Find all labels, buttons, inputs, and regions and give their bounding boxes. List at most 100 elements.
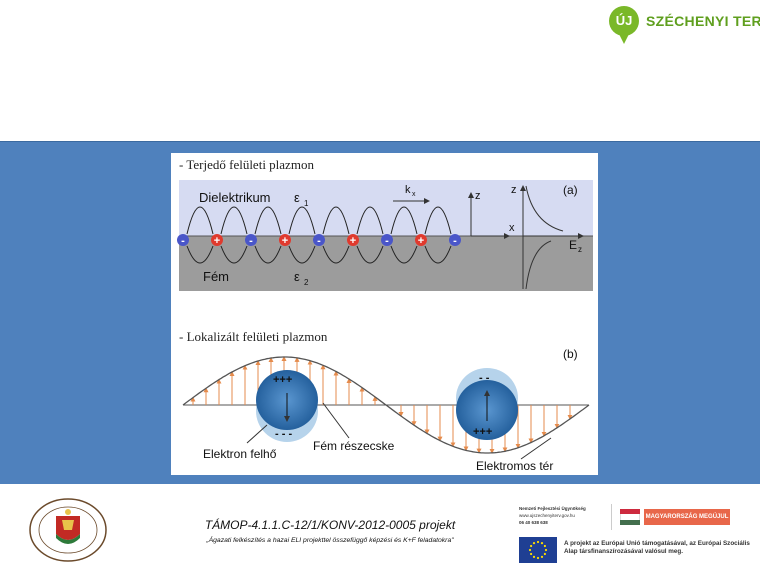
eu-flag-icon <box>519 537 557 563</box>
nfu-phone: 06 40 638 638 <box>519 520 548 525</box>
field-arc-lower <box>356 245 384 264</box>
field-arc-upper <box>186 206 214 235</box>
caption-localized: - Lokalizált felületi plazmon <box>179 329 328 344</box>
epsilon-1-sub: 1 <box>304 199 309 208</box>
positive-charge <box>347 234 359 246</box>
nfu-url: www.ujszechenyiterv.gov.hu <box>519 513 575 518</box>
field-arc-lower <box>186 245 214 264</box>
eu-star <box>530 544 533 548</box>
szechenyi-terv-logo: ÚJ SZÉCHENYI TERV <box>606 6 760 48</box>
field-arc-upper <box>220 206 248 235</box>
metal-label: Fém <box>203 269 229 284</box>
field-arc-lower <box>254 245 282 264</box>
charge-sign: + <box>418 235 424 247</box>
tag-a: (a) <box>563 183 578 197</box>
tag-b: (b) <box>563 347 578 361</box>
dielectric-label: Dielektrikum <box>199 190 271 205</box>
negative-charge <box>449 234 461 246</box>
positive-charge <box>211 234 223 246</box>
x-axis-label: x <box>509 222 515 234</box>
eu-star <box>528 548 532 552</box>
university-seal-icon <box>29 498 107 562</box>
label-electron-cloud: Elektron felhő <box>203 447 277 461</box>
ez-decay-dielectric <box>525 185 564 232</box>
eu-star <box>544 548 548 552</box>
plasmon-figure: - Terjedő felületi plazmon Dielektrikum … <box>171 153 598 475</box>
field-arc-upper <box>322 206 350 235</box>
charge-sign: + <box>282 235 288 247</box>
negative-charge <box>313 234 325 246</box>
eu-star <box>532 542 536 545</box>
negative-charge <box>381 234 393 246</box>
charge-sign: - <box>317 235 321 247</box>
charge-sign: + <box>214 235 220 247</box>
charge-sign: - <box>385 235 389 247</box>
hu-slogan: MAGYARORSZÁG MEGÚJUL <box>644 509 730 525</box>
z-axis-label: z <box>475 190 481 202</box>
hungary-renews-badge: MAGYARORSZÁG MEGÚJUL <box>620 507 730 527</box>
pointer-cloud <box>246 424 268 444</box>
surface-charges: - + - + - + - + - <box>177 234 461 247</box>
eu-star <box>536 556 540 560</box>
field-lines <box>186 206 452 264</box>
field-arc-lower <box>220 245 248 264</box>
footer: TÁMOP-4.1.1.C-12/1/KONV-2012-0005 projek… <box>0 484 760 569</box>
eu-star <box>536 540 540 544</box>
caption-propagating: - Terjedő felületi plazmon <box>179 157 314 172</box>
field-arc-lower <box>288 245 316 264</box>
eu-star <box>530 552 533 556</box>
nfu-block: Nemzeti Fejlesztési Ügynökség www.ujszec… <box>519 505 614 526</box>
eu-star <box>543 544 546 548</box>
field-arc-upper <box>424 206 452 235</box>
epsilon-2-sub: 2 <box>304 278 309 287</box>
logo-text: SZÉCHENYI TERV <box>646 13 760 29</box>
sphere-left-bottom-charge: - - - <box>275 428 292 440</box>
positive-charge <box>279 234 291 246</box>
field-arc-lower <box>424 245 452 264</box>
hungarian-flag-icon <box>620 509 640 525</box>
label-electric-field: Elektromos tér <box>476 459 553 473</box>
field-arc-upper <box>288 206 316 235</box>
project-title: TÁMOP-4.1.1.C-12/1/KONV-2012-0005 projek… <box>204 518 456 532</box>
label-metal-particle: Fém részecske <box>313 439 395 453</box>
field-arc-upper <box>254 206 282 235</box>
positive-charge <box>415 234 427 246</box>
field-arc-upper <box>356 206 384 235</box>
sine-wave <box>182 356 590 454</box>
negative-charge <box>177 234 189 246</box>
pointer-field <box>520 437 552 460</box>
epsilon-1-symbol: ε <box>294 190 300 205</box>
field-arc-lower <box>390 245 418 264</box>
map-pin-icon: ÚJ <box>609 6 639 44</box>
charge-sign: - <box>453 235 457 247</box>
charge-sign: + <box>350 235 356 247</box>
sphere-right-top-charge: - - <box>479 372 490 384</box>
field-arc-upper <box>390 206 418 235</box>
field-arc-lower <box>322 245 350 264</box>
divider <box>611 504 612 530</box>
eu-star <box>543 552 546 556</box>
sphere-right-bottom-charge: +++ <box>473 426 492 438</box>
eu-star <box>540 542 544 545</box>
ez-label: E <box>569 238 577 252</box>
dielectric-region <box>179 180 593 236</box>
charge-sign: - <box>181 235 185 247</box>
eu-star <box>532 555 536 558</box>
plasmon-diagram: - Terjedő felületi plazmon Dielektrikum … <box>177 157 593 473</box>
ez-sub: z <box>578 245 582 254</box>
ez-decay-metal <box>525 240 552 290</box>
particle-right: - - +++ <box>456 368 518 440</box>
nfu-name: Nemzeti Fejlesztési Ügynökség <box>519 506 586 511</box>
ez-plot-z-label: z <box>511 184 517 196</box>
sphere-left-top-charge: +++ <box>273 374 292 386</box>
charge-sign: - <box>249 235 253 247</box>
kx-sub: x <box>412 191 416 198</box>
pointer-particle <box>322 402 350 439</box>
project-subtitle: „Ágazati felkészítés a hazai ELI projekt… <box>206 537 454 544</box>
eu-funding-text: A projekt az Európai Unió támogatásával,… <box>564 540 750 555</box>
negative-charge <box>245 234 257 246</box>
particle-left: +++ - - - <box>256 370 318 442</box>
epsilon-2-symbol: ε <box>294 269 300 284</box>
kx-label: k <box>405 184 411 196</box>
eu-star <box>540 555 544 558</box>
